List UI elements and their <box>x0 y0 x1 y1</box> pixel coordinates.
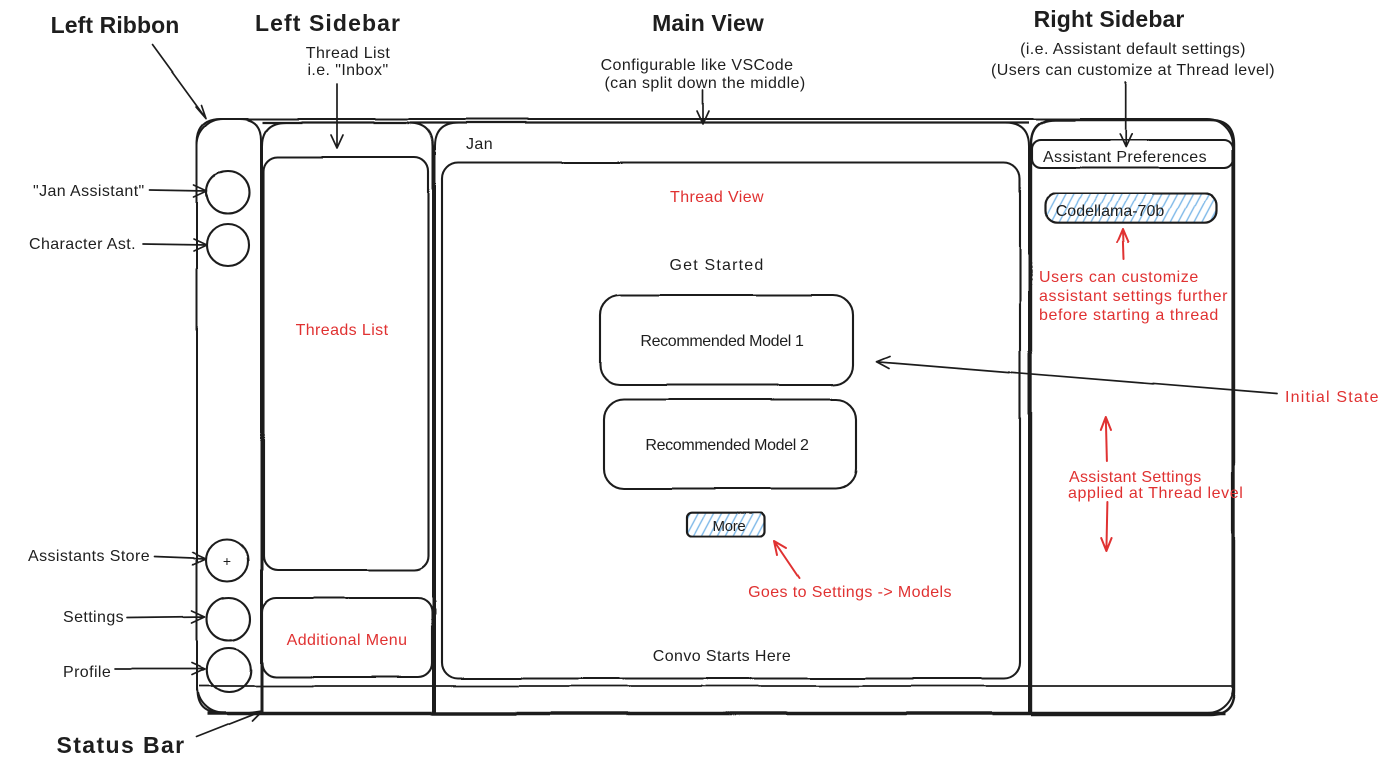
svg-text:(Users can customize at Thread: (Users can customize at Thread level) <box>991 62 1275 79</box>
svg-text:Threads List: Threads List <box>296 322 389 339</box>
svg-text:Recommended Model 1: Recommended Model 1 <box>640 333 804 350</box>
svg-text:+: + <box>223 553 231 569</box>
svg-text:Configurable like VSCode: Configurable like VSCode <box>601 57 794 74</box>
svg-text:Main View: Main View <box>652 10 764 36</box>
svg-text:Assistants Store: Assistants Store <box>28 548 150 565</box>
svg-text:Users can customize: Users can customize <box>1039 269 1199 286</box>
svg-text:Thread View: Thread View <box>670 189 764 206</box>
svg-text:Status Bar: Status Bar <box>56 732 185 758</box>
svg-text:Right Sidebar: Right Sidebar <box>1034 6 1185 32</box>
svg-text:More: More <box>713 518 746 535</box>
svg-text:Codellama-70b: Codellama-70b <box>1056 203 1165 220</box>
svg-text:assistant settings further: assistant settings further <box>1039 288 1228 305</box>
svg-text:Get Started: Get Started <box>669 257 764 274</box>
svg-text:Profile: Profile <box>63 664 111 681</box>
svg-text:Initial State: Initial State <box>1285 389 1380 406</box>
svg-text:(i.e. Assistant default settin: (i.e. Assistant default settings) <box>1020 41 1246 58</box>
svg-text:Thread List: Thread List <box>306 45 391 62</box>
svg-text:Additional Menu: Additional Menu <box>287 632 408 649</box>
svg-text:Recommended Model 2: Recommended Model 2 <box>645 437 809 454</box>
svg-text:Settings: Settings <box>63 609 124 626</box>
svg-text:(can split down the middle): (can split down the middle) <box>604 75 805 92</box>
svg-text:"Jan Assistant": "Jan Assistant" <box>33 183 145 200</box>
svg-text:Assistant Settings: Assistant Settings <box>1069 469 1202 486</box>
svg-text:before starting a thread: before starting a thread <box>1039 307 1219 324</box>
svg-text:Goes to Settings -> Models: Goes to Settings -> Models <box>748 584 952 601</box>
svg-text:Left Sidebar: Left Sidebar <box>255 10 401 36</box>
svg-text:Jan: Jan <box>466 136 493 153</box>
svg-text:Convo Starts Here: Convo Starts Here <box>653 648 791 665</box>
svg-text:Left Ribbon: Left Ribbon <box>51 12 180 38</box>
svg-text:applied at Thread level: applied at Thread level <box>1068 485 1243 502</box>
svg-text:Assistant Preferences: Assistant Preferences <box>1043 149 1207 166</box>
svg-text:Character Ast.: Character Ast. <box>29 236 136 253</box>
svg-text:i.e. "Inbox": i.e. "Inbox" <box>307 62 388 79</box>
